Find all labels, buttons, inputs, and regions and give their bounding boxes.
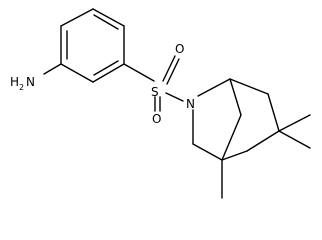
bond <box>197 78 231 97</box>
bond <box>43 63 62 75</box>
bond <box>267 93 280 132</box>
bond <box>229 78 269 95</box>
bond <box>192 143 223 161</box>
amine-n-label: N <box>26 75 35 89</box>
ring-nitrogen-label: N <box>186 97 195 111</box>
double-bond <box>166 58 180 85</box>
bond <box>221 114 242 161</box>
amine-h-label: H <box>10 75 19 89</box>
amine-h-subscript: 2 <box>19 83 24 92</box>
oxygen-bottom-label: O <box>152 112 161 126</box>
methyl-bond <box>278 114 311 132</box>
molecule-drawing: H 2 N S O O N <box>10 8 311 199</box>
methyl-bond <box>278 130 311 149</box>
double-bond <box>93 60 119 76</box>
bond <box>123 63 155 82</box>
sulfur-label: S <box>151 85 159 99</box>
bicyclic-ring <box>192 78 280 161</box>
bond <box>229 78 242 116</box>
structure-diagram: H 2 N S O O N <box>10 8 311 199</box>
bond <box>165 92 184 102</box>
double-bond <box>162 55 176 82</box>
oxygen-top-label: O <box>175 42 184 56</box>
bond <box>60 8 94 27</box>
bond <box>92 8 125 27</box>
double-bond <box>93 14 119 30</box>
bond <box>246 130 280 152</box>
bond <box>92 63 125 83</box>
bond <box>221 150 248 161</box>
bond <box>60 63 94 83</box>
benzene-ring <box>60 8 125 83</box>
